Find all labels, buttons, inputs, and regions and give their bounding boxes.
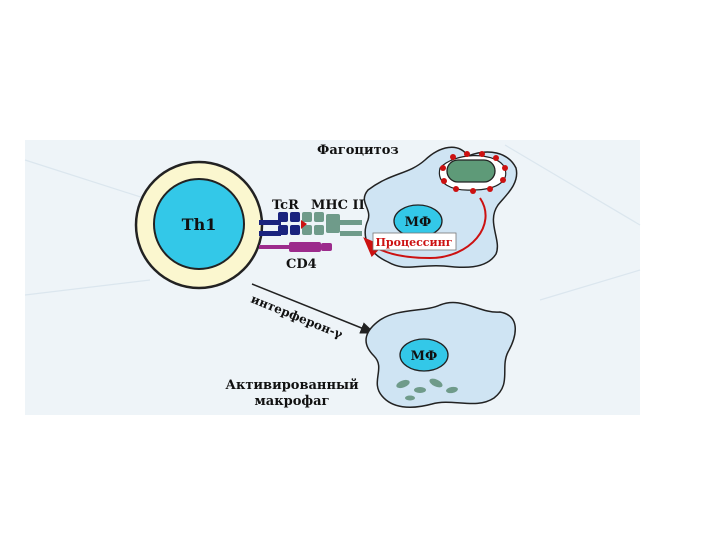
mhc-ii-label: MHC II <box>311 198 365 213</box>
background-line <box>24 279 151 296</box>
activated-macrophage-label-line2: макрофаг <box>255 394 330 409</box>
background-line <box>539 269 641 301</box>
th1-label: Th1 <box>182 215 217 234</box>
macrophage-label-bottom: МФ <box>411 349 438 364</box>
processing-label: Процессинг <box>376 236 453 249</box>
phagocytosis-label: Фагоцитоз <box>317 143 399 158</box>
processing-box <box>372 232 457 251</box>
interferon-arrow <box>251 283 376 334</box>
antigen-dots <box>440 151 508 194</box>
background-line <box>24 159 151 201</box>
cd4-molecule <box>259 242 332 252</box>
tcr-label: TcR <box>272 198 299 213</box>
background-line <box>504 144 641 226</box>
th1-nucleus <box>153 178 245 270</box>
cd4-label: CD4 <box>286 257 317 272</box>
granules <box>396 378 458 401</box>
tcr-receptor <box>259 212 300 236</box>
background-panel <box>25 140 640 415</box>
activated-macrophage-label-line1: Активированный <box>225 378 359 393</box>
macrophage-label-top: МФ <box>405 215 432 230</box>
mhc-ii-molecule <box>301 212 362 236</box>
macrophage-nucleus-bottom <box>399 338 449 372</box>
bacterium <box>446 159 496 183</box>
